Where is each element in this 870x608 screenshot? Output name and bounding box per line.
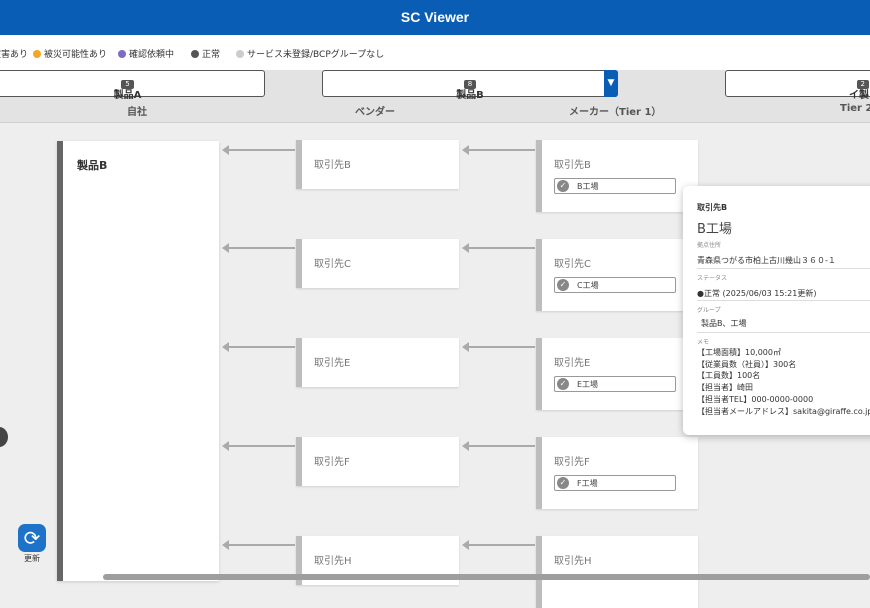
link-arrow: [222, 540, 295, 550]
maker-name: 取引先C: [554, 259, 591, 270]
status-legend: 被害あり 被災可能性あり 確認依頼中 正常 サービス未登録/BCPグループなし: [0, 35, 870, 70]
legend-damaged: 被害あり: [0, 50, 29, 60]
purple-dot-icon: [118, 50, 126, 58]
popup-company-name: 取引先B: [697, 203, 728, 212]
app-title: SC Viewer: [400, 9, 470, 25]
maker-node[interactable]: 取引先B ✓ B工場: [536, 140, 698, 212]
factory-detail-popup: 取引先B B工場 拠点住所 青森県つがる市柏上古川幾山３６０-１ ステータス ●…: [683, 186, 870, 435]
divider: [697, 268, 870, 269]
maker-node[interactable]: 取引先H: [536, 536, 698, 608]
link-arrow: [222, 441, 295, 451]
divider: [697, 300, 870, 301]
product-band: 5 製品A 8 製品B ▼ 2 イ製 自社 ベンダー メーカー（Tier 1） …: [0, 70, 870, 123]
vendor-name: 取引先F: [314, 457, 350, 468]
horizontal-scrollbar[interactable]: [103, 574, 870, 580]
factory-label: C工場: [577, 281, 599, 290]
link-arrow: [462, 243, 535, 253]
check-circle-icon: ✓: [557, 180, 569, 192]
memo-label: メモ: [697, 339, 710, 346]
vendor-node[interactable]: 取引先E: [296, 338, 459, 387]
product-count-badge: 2: [856, 80, 869, 89]
vendor-name: 取引先C: [314, 259, 351, 270]
link-arrow: [462, 342, 535, 352]
column-tier2: Tier 2: [840, 103, 870, 114]
legend-unregistered: サービス未登録/BCPグループなし: [236, 47, 384, 60]
vendor-node[interactable]: 取引先F: [296, 437, 459, 486]
maker-name: 取引先E: [554, 358, 591, 369]
dark-dot-icon: [191, 50, 199, 58]
check-circle-icon: ✓: [557, 378, 569, 390]
status-value: ●正常 (2025/06/03 15:21更新): [697, 289, 817, 298]
refresh-icon[interactable]: ⟳: [18, 524, 46, 552]
collapse-button[interactable]: [0, 427, 8, 447]
factory-label: B工場: [577, 182, 599, 191]
factory-chip[interactable]: ✓ F工場: [554, 475, 676, 491]
vendor-node[interactable]: 取引先C: [296, 239, 459, 288]
maker-node[interactable]: 取引先F ✓ F工場: [536, 437, 698, 509]
own-company-name: 製品B: [77, 159, 108, 172]
chevron-down-icon[interactable]: ▼: [604, 70, 618, 97]
check-circle-icon: ✓: [557, 477, 569, 489]
divider: [697, 332, 870, 333]
factory-chip[interactable]: ✓ C工場: [554, 277, 676, 293]
factory-label: F工場: [577, 479, 598, 488]
legend-possible-damage: 被災可能性あり: [33, 47, 107, 60]
product-card-a[interactable]: 5 製品A: [0, 70, 265, 101]
address-label: 拠点住所: [697, 242, 722, 249]
product-name: 製品A: [113, 90, 142, 101]
factory-label: E工場: [577, 380, 599, 389]
vendor-name: 取引先H: [314, 556, 352, 567]
maker-name: 取引先B: [554, 160, 591, 171]
product-count-badge: 5: [121, 80, 134, 89]
link-arrow: [462, 145, 535, 155]
maker-name: 取引先F: [554, 457, 590, 468]
orange-dot-icon: [33, 50, 41, 58]
own-company-node[interactable]: 製品B: [57, 141, 219, 581]
refresh-label: 更新: [24, 554, 40, 563]
vendor-node[interactable]: 取引先B: [296, 140, 459, 189]
link-arrow: [462, 540, 535, 550]
product-card-c[interactable]: 2 イ製: [725, 70, 870, 101]
memo-content: 【工場面積】10,000㎡ 【従業員数（社員）】300名 【工員数】100名 【…: [697, 348, 870, 416]
legend-confirming: 確認依頼中: [118, 47, 174, 60]
link-arrow: [222, 145, 295, 155]
maker-node[interactable]: 取引先E ✓ E工場: [536, 338, 698, 410]
legend-normal: 正常: [191, 47, 220, 60]
product-count-badge: 8: [463, 80, 477, 89]
maker-node[interactable]: 取引先C ✓ C工場: [536, 239, 698, 311]
maker-name: 取引先H: [554, 556, 592, 567]
group-label: グループ: [697, 307, 721, 314]
factory-chip[interactable]: ✓ B工場: [554, 178, 676, 194]
vendor-name: 取引先B: [314, 160, 351, 171]
product-name: 製品B: [456, 90, 484, 101]
column-vendor: ベンダー: [355, 107, 395, 118]
link-arrow: [222, 342, 295, 352]
link-arrow: [222, 243, 295, 253]
supply-chain-canvas: 製品B 取引先B 取引先C 取引先E 取引先F 取引先H 取引先B ✓ B工場 取…: [0, 123, 870, 608]
vendor-name: 取引先E: [314, 358, 351, 369]
address-value: 青森県つがる市柏上古川幾山３６０-１: [697, 256, 836, 265]
column-own: 自社: [127, 107, 147, 118]
app-header: SC Viewer: [0, 0, 870, 35]
gray-dot-icon: [236, 50, 244, 58]
check-circle-icon: ✓: [557, 279, 569, 291]
product-card-b[interactable]: 8 製品B ▼: [322, 70, 618, 101]
status-label: ステータス: [697, 275, 728, 282]
link-arrow: [462, 441, 535, 451]
product-name: イ製: [849, 90, 869, 101]
column-tier1: メーカー（Tier 1）: [569, 107, 662, 118]
factory-chip[interactable]: ✓ E工場: [554, 376, 676, 392]
group-value: 製品B、工場: [701, 319, 747, 328]
popup-factory-name: B工場: [697, 222, 732, 237]
